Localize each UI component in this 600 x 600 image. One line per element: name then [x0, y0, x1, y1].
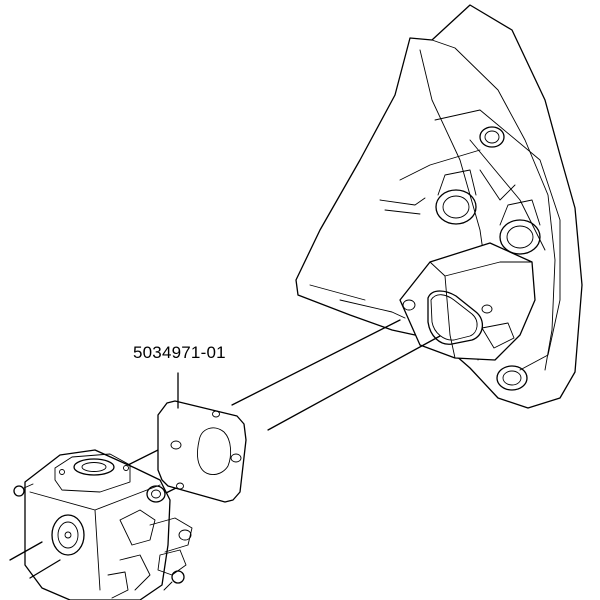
- intake-adapter: [399, 242, 536, 361]
- gasket: [157, 400, 247, 503]
- part-number-label: 5034971-01: [133, 343, 226, 362]
- carburetor: [9, 449, 193, 600]
